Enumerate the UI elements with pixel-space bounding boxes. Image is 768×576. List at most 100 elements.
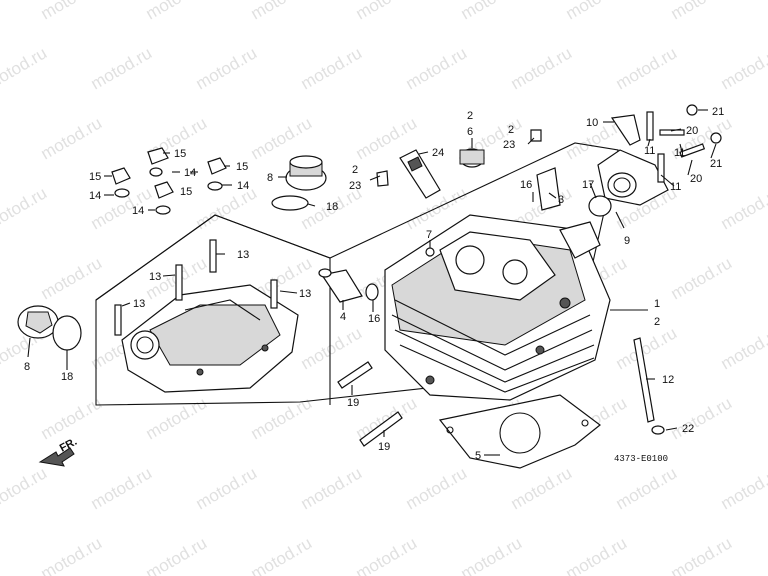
callout-12: 12 [662, 374, 674, 386]
callout-8: 8 [267, 172, 273, 184]
seal-16 [365, 283, 379, 301]
callout-7: 7 [426, 229, 432, 241]
callout-2: 2 [508, 124, 514, 136]
callout-21: 21 [712, 106, 724, 118]
watermark-text: motod.ru [88, 463, 156, 513]
watermark-text: motod.ru [613, 463, 681, 513]
callout-14: 14 [237, 180, 249, 192]
callout-23: 23 [349, 180, 361, 192]
watermark-text: motod.ru [508, 463, 576, 513]
callout-21: 21 [710, 158, 722, 170]
watermark-text: motod.ru [613, 323, 681, 373]
callout-6: 6 [467, 126, 473, 138]
callout-9: 9 [624, 235, 630, 247]
callout-layer: 2 6 2 23 24 2 23 8 18 15 15 15 15 14 14 … [24, 106, 724, 462]
callout-11: 11 [644, 145, 655, 157]
watermark-text: motod.ru [563, 533, 631, 576]
callout-14: 14 [132, 205, 144, 217]
bracket-10 [610, 114, 641, 146]
plug-7 [425, 247, 435, 257]
o-ring-top [271, 195, 309, 211]
callout-19: 19 [347, 397, 359, 409]
watermark-text: motod.ru [298, 463, 366, 513]
callout-4: 4 [340, 311, 346, 323]
callout-16: 16 [368, 313, 380, 325]
watermark-text: motod.ru [508, 43, 576, 93]
watermark-text: motod.ru [458, 533, 526, 576]
watermark-text: motod.ru [143, 533, 211, 576]
callout-1: 1 [654, 298, 660, 310]
callout-18: 18 [61, 371, 73, 383]
filler-cap [17, 305, 59, 339]
callout-3: 3 [558, 194, 564, 206]
callout-10: 10 [586, 117, 598, 129]
washer-22 [651, 425, 665, 435]
callout-14: 14 [89, 190, 101, 202]
callout-13: 13 [133, 298, 145, 310]
cylinder-gasket [438, 394, 601, 469]
watermark-text: motod.ru [353, 533, 421, 576]
callout-14: 14 [184, 167, 196, 179]
cover-bolt-13d [270, 279, 278, 309]
callout-15: 15 [174, 148, 186, 160]
callout-11: 11 [674, 147, 685, 159]
o-ring-left [52, 315, 82, 351]
callout-2: 2 [352, 164, 358, 176]
watermark-text: motod.ru [38, 253, 106, 303]
watermark-text: motod.ru [458, 0, 526, 23]
dowel-pin-a [376, 170, 389, 187]
callout-11: 11 [670, 181, 681, 193]
watermark-text: motod.ru [193, 463, 261, 513]
watermark-text: motod.ru [353, 393, 421, 443]
watermark-text: motod.ru [403, 463, 471, 513]
watermark-text: motod.ru [38, 0, 106, 23]
watermark-text: motod.ru [668, 533, 736, 576]
stud-bolt-b [359, 411, 403, 447]
callout-18: 18 [326, 201, 338, 213]
watermark-text: motod.ru [668, 0, 736, 23]
watermark-text: motod.ru [613, 43, 681, 93]
callout-15: 15 [180, 186, 192, 198]
callout-13: 13 [299, 288, 311, 300]
head-cover [121, 284, 299, 393]
cylinder-head [384, 214, 611, 401]
cover-bolt-13a [114, 304, 122, 336]
manifold-bolts [646, 104, 722, 183]
callout-16: 16 [520, 179, 532, 191]
spark-plug [399, 149, 441, 199]
callout-2: 2 [467, 110, 473, 122]
callout-15: 15 [236, 161, 248, 173]
watermark-text: motod.ru [193, 183, 261, 233]
watermark-text: motod.ru [88, 43, 156, 93]
callout-20: 20 [690, 173, 702, 185]
nut-washer-cluster [111, 147, 227, 215]
stud-bolt-a [337, 361, 373, 389]
watermark-text: motod.ru [38, 533, 106, 576]
watermark-text: motod.ru [0, 463, 50, 513]
watermark-text: motod.ru [0, 183, 50, 233]
callout-5: 5 [475, 450, 481, 462]
tappet-cap [285, 155, 327, 191]
callout-20: 20 [686, 125, 698, 137]
callout-8: 8 [24, 361, 30, 373]
watermark-text: motod.ru [668, 253, 736, 303]
watermark-text: motod.ru [563, 0, 631, 23]
o-ring-17 [588, 195, 612, 217]
watermark-text: motod.ru [718, 183, 768, 233]
callout-17: 17 [582, 179, 594, 191]
watermark-text: motod.ru [143, 0, 211, 23]
watermark-text: motod.ru [668, 393, 736, 443]
watermark-text: motod.ru [143, 393, 211, 443]
intake-manifold [597, 149, 669, 206]
callout-19: 19 [378, 441, 390, 453]
watermark-text: motod.ru [718, 43, 768, 93]
callout-15: 15 [89, 171, 101, 183]
cover-bolt-13b [175, 264, 183, 301]
watermark-text: motod.ru [718, 323, 768, 373]
front-direction-arrow [38, 447, 75, 467]
figure-code: 4373-E0100 [614, 454, 668, 464]
callout-13: 13 [237, 249, 249, 261]
